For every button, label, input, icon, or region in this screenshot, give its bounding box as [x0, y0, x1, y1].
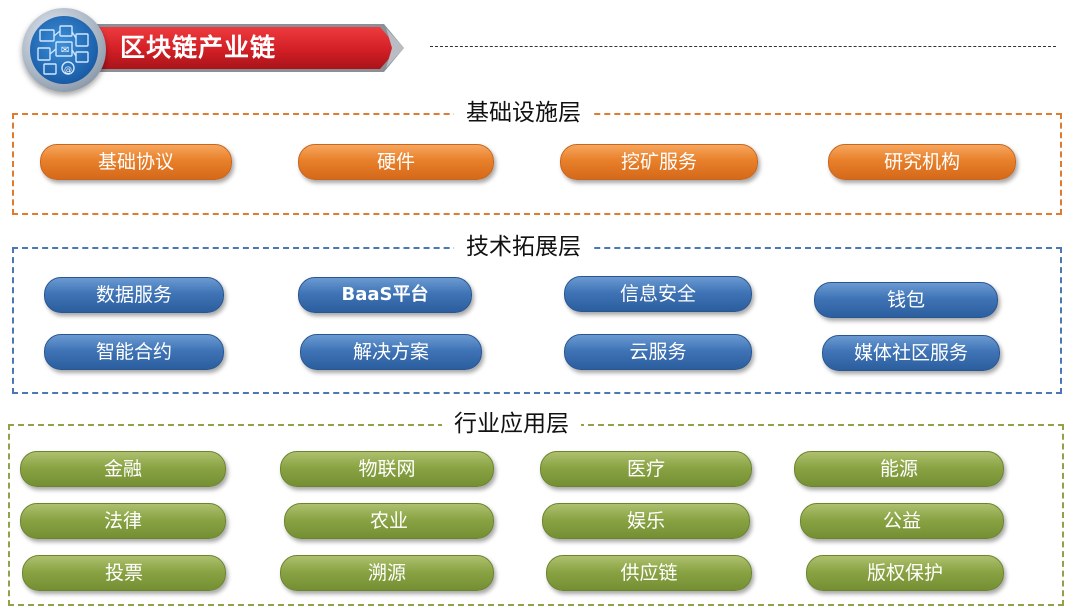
- layer-item: 能源: [794, 451, 1004, 487]
- layer-item: 娱乐: [542, 503, 750, 539]
- layer-item: 金融: [20, 451, 226, 487]
- layer-item: 投票: [22, 555, 226, 591]
- layer-industry-application: 行业应用层 金融 物联网 医疗 能源 法律 农业 娱乐 公益 投票 溯源 供应链…: [8, 409, 1064, 606]
- svg-text:✉: ✉: [61, 45, 69, 56]
- layer-item: 数据服务: [44, 277, 224, 313]
- header-dashed-rule: [430, 46, 1056, 47]
- layer-item: 公益: [800, 503, 1004, 539]
- layer-item: 信息安全: [564, 276, 752, 312]
- layer-title-industry-application: 行业应用层: [442, 409, 581, 439]
- header-logo: ✉ @: [22, 8, 106, 92]
- layer-tech-expansion: 技术拓展层 数据服务 BaaS平台 信息安全 钱包 智能合约 解决方案 云服务 …: [12, 232, 1062, 394]
- layer-item: 法律: [20, 503, 226, 539]
- layer-title-infrastructure: 基础设施层: [454, 98, 593, 128]
- layer-item: 解决方案: [300, 334, 482, 370]
- layer-title-tech-expansion: 技术拓展层: [454, 232, 593, 262]
- title-banner: 区块链产业链: [78, 22, 408, 74]
- layer-item: 供应链: [546, 555, 752, 591]
- layer-infrastructure: 基础设施层 基础协议 硬件 挖矿服务 研究机构: [12, 98, 1062, 215]
- layer-item: 研究机构: [828, 144, 1016, 180]
- network-icon: ✉ @: [30, 16, 98, 84]
- svg-text:@: @: [64, 65, 72, 74]
- layer-item: 云服务: [564, 334, 752, 370]
- layer-item: 媒体社区服务: [822, 335, 1000, 371]
- layer-item: 挖矿服务: [560, 144, 758, 180]
- layer-item: 医疗: [540, 451, 752, 487]
- layer-item: 溯源: [280, 555, 494, 591]
- layer-item: 农业: [284, 503, 494, 539]
- layer-item: 物联网: [280, 451, 494, 487]
- layer-item: 版权保护: [806, 555, 1004, 591]
- layer-item: 智能合约: [44, 334, 224, 370]
- layer-item: 钱包: [814, 282, 998, 318]
- layer-item: 基础协议: [40, 144, 232, 180]
- layer-item: 硬件: [298, 144, 494, 180]
- layer-item: BaaS平台: [298, 277, 472, 313]
- page-title: 区块链产业链: [120, 33, 277, 62]
